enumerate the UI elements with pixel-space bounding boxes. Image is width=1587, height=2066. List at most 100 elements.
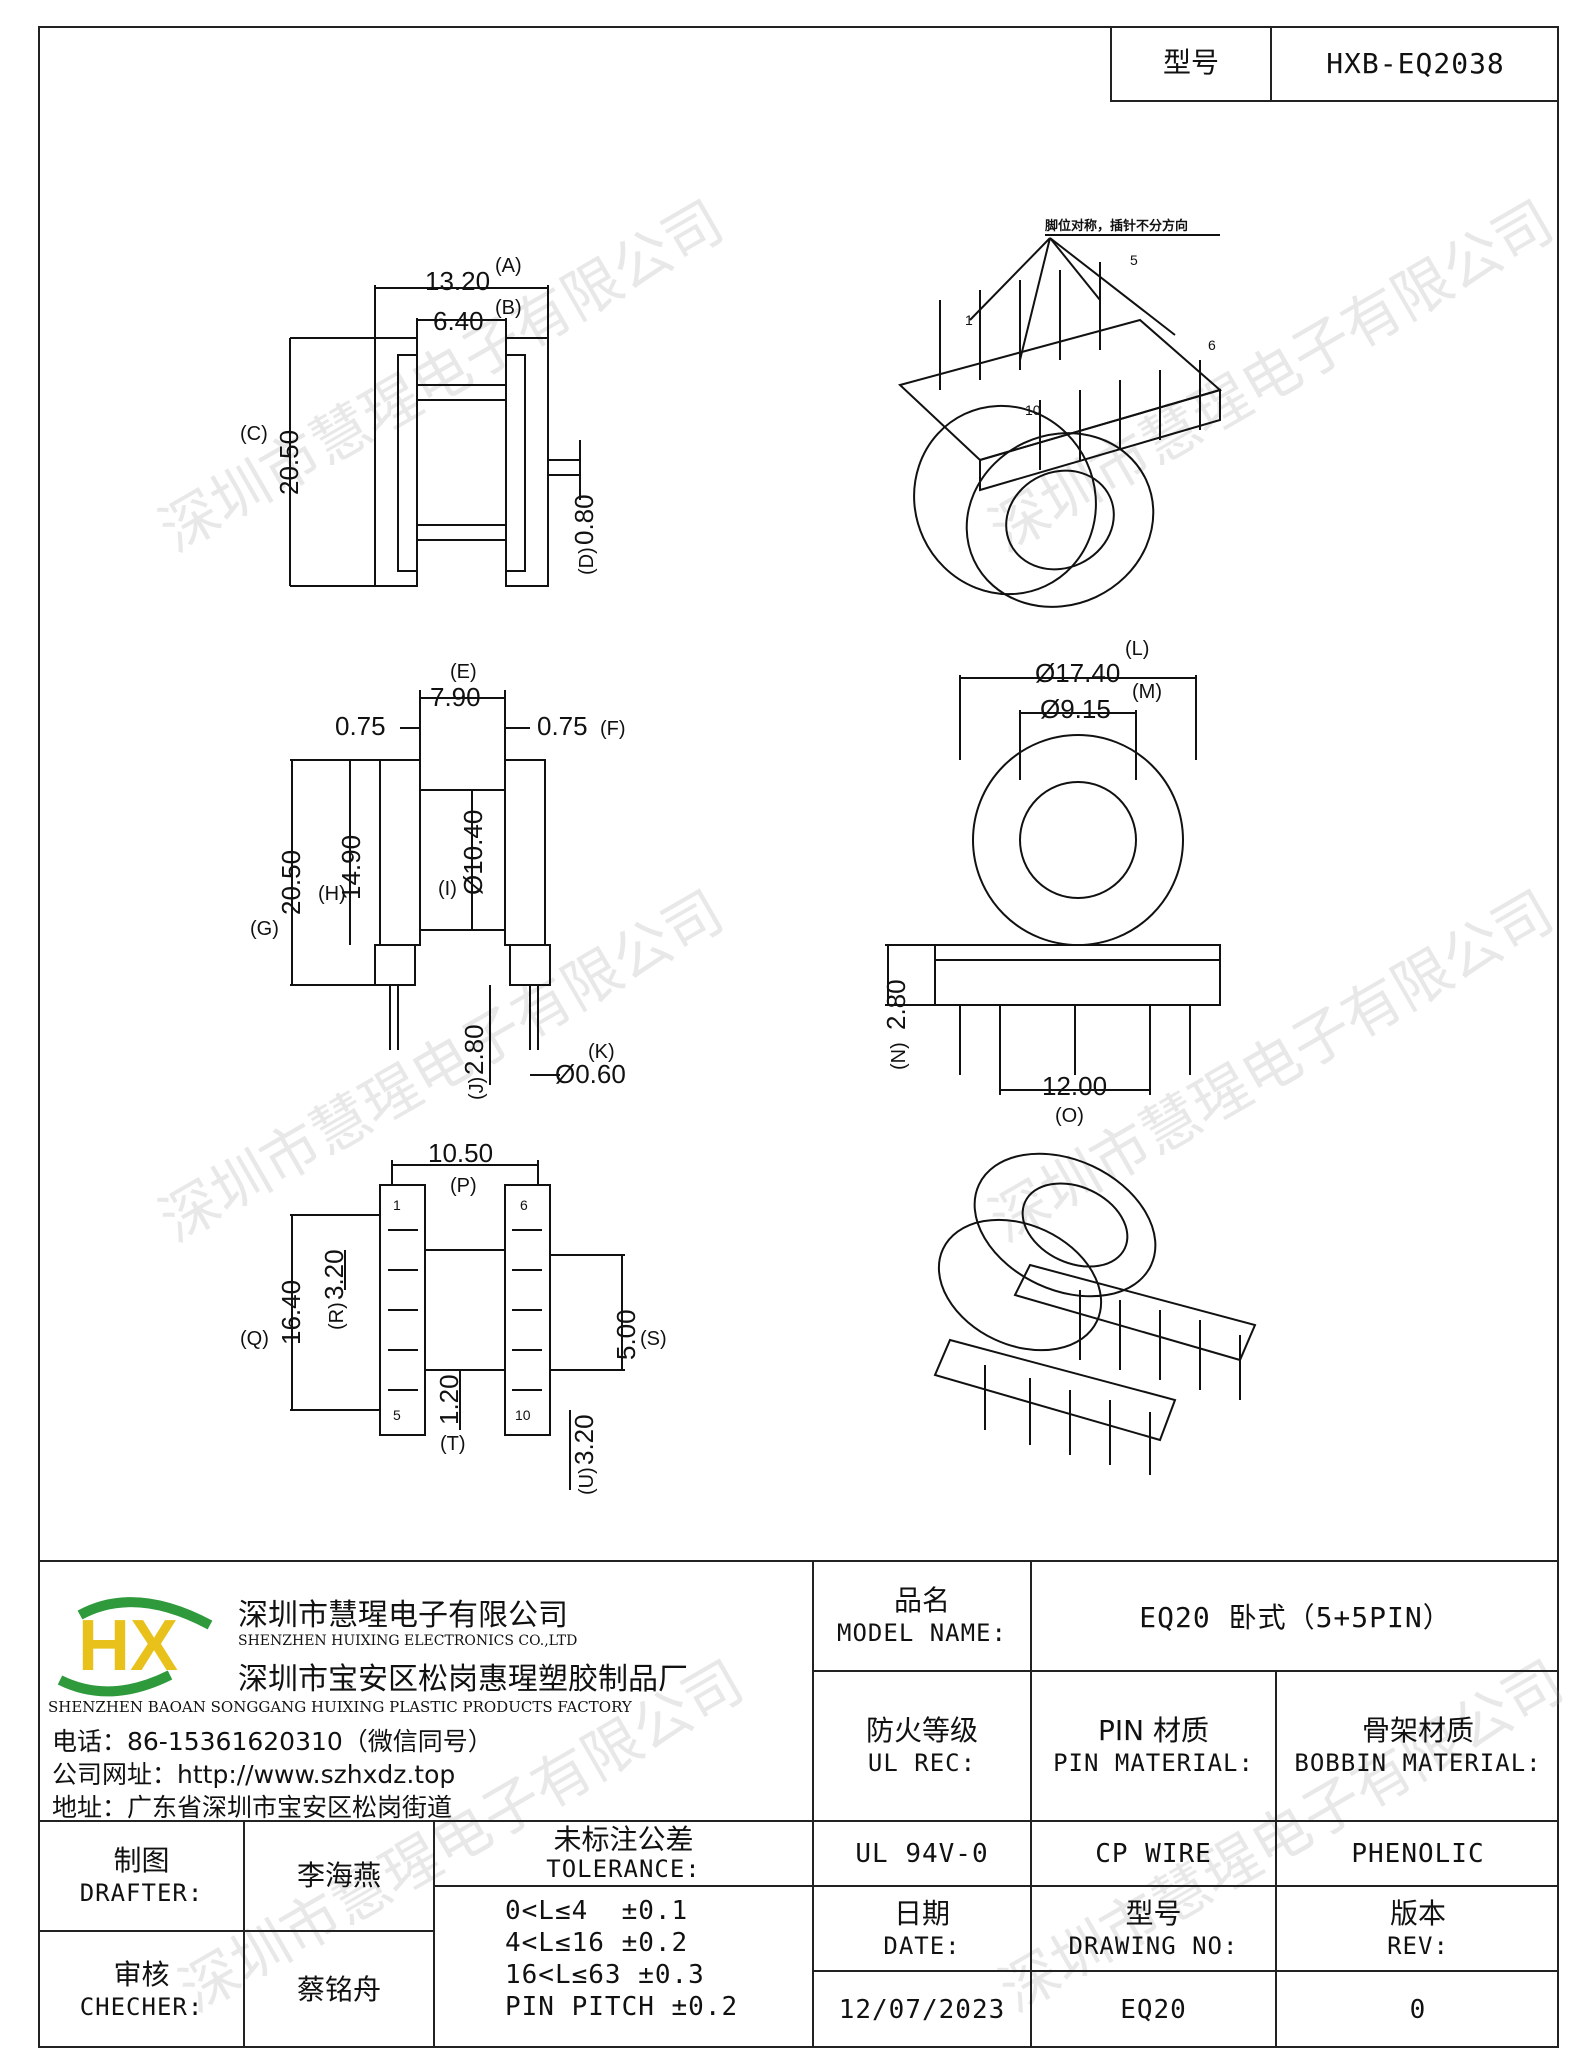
dim-n-tag: (N): [888, 1042, 910, 1070]
dim-k: Ø0.60: [555, 1059, 626, 1089]
date-value: 12/07/2023: [838, 1995, 1006, 2025]
dim-e-tag: (E): [450, 661, 477, 683]
factory-name-cn: 深圳市宝安区松岗惠瑆塑胶制品厂: [238, 1662, 688, 1697]
model-name-en: MODEL NAME:: [837, 1619, 1007, 1647]
dim-r: 3.20: [319, 1249, 349, 1300]
divider: [812, 1560, 814, 2048]
checker-en: CHECHER:: [79, 1993, 204, 2021]
dim-g: 20.50: [276, 850, 306, 915]
company-address: 地址：广东省深圳市宝安区松岗街道: [52, 1793, 453, 1822]
divider: [38, 1820, 1559, 1822]
dim-c: 20.50: [274, 430, 304, 495]
bobbin-material-label: 骨架材质 BOBBIN MATERIAL:: [1277, 1672, 1559, 1820]
logo-text: HX: [78, 1606, 178, 1686]
pin-material-label: PIN 材质 PIN MATERIAL:: [1032, 1672, 1275, 1820]
drawing-no-en: DRAWING NO:: [1068, 1931, 1239, 1960]
header-model-box: 型号 HXB-EQ2038: [1110, 26, 1559, 102]
drawing-no-value: EQ20: [1120, 1995, 1187, 2025]
date-en: DATE:: [883, 1931, 961, 1960]
dim-i: Ø10.40: [458, 810, 488, 895]
dim-l: Ø17.40: [1035, 658, 1120, 688]
dim-u: 3.20: [569, 1414, 599, 1465]
dim-p-tag: (P): [450, 1175, 477, 1197]
iso-pin-label: 6: [1208, 337, 1216, 353]
dim-f-left: 0.75: [335, 711, 386, 741]
rev-value: 0: [1409, 1995, 1427, 2025]
pin-material-en: PIN MATERIAL:: [1053, 1749, 1254, 1777]
dim-j: 2.80: [459, 1024, 489, 1075]
iso-view-bottom: [933, 1152, 1257, 1475]
dim-d: 0.80: [569, 494, 599, 545]
dim-c-tag: (C): [240, 423, 268, 445]
top-view: [289, 285, 581, 587]
dim-d-tag: (D): [576, 547, 598, 575]
pin-material-value: CP WIRE: [1095, 1838, 1212, 1869]
front-view: [290, 690, 560, 1085]
tolerance-item: 16<L≤63 ±0.3: [505, 1960, 705, 1990]
dim-u-tag: (U): [576, 1467, 598, 1495]
dim-b-tag: (B): [495, 297, 522, 319]
dim-q: 16.40: [276, 1280, 306, 1345]
ul-value: UL 94V-0: [855, 1838, 989, 1869]
dim-o-tag: (O): [1055, 1105, 1084, 1127]
company-website: 公司网址：http://www.szhxdz.top: [52, 1760, 456, 1789]
company-phone: 电话：86-15361620310（微信同号）: [52, 1727, 493, 1756]
bobbin-material-value: PHENOLIC: [1351, 1838, 1485, 1869]
drafter-cn: 制图: [113, 1844, 170, 1877]
pin-label: 10: [515, 1407, 531, 1423]
dim-j-tag: (J): [466, 1077, 488, 1100]
company-name-en: SHENZHEN HUIXING ELECTRONICS CO.,LTD: [238, 1633, 578, 1649]
divider: [812, 1670, 1559, 1672]
dim-e: 7.90: [430, 682, 481, 712]
dim-o: 12.00: [1042, 1071, 1107, 1101]
divider: [38, 1930, 433, 1932]
drawing-no-cn: 型号: [1125, 1896, 1182, 1930]
bobbin-material-cn: 骨架材质: [1361, 1714, 1474, 1747]
rev-label: 版本 REV:: [1277, 1887, 1559, 1970]
tolerance-item: PIN PITCH ±0.2: [505, 1992, 739, 2022]
tolerance-item: 4<L≤16 ±0.2: [505, 1928, 689, 1958]
dimension-labels: 13.20 (A) 6.40 (B) 20.50 (C) 0.80 (D) (E…: [240, 218, 1216, 1495]
dim-a: 13.20: [425, 266, 490, 296]
drawing-no-label: 型号 DRAWING NO:: [1032, 1887, 1275, 1970]
dim-b: 6.40: [433, 306, 484, 336]
iso-pin-label: 10: [1025, 402, 1041, 418]
model-name-cn: 品名: [893, 1584, 950, 1617]
bottom-view: [290, 1160, 625, 1490]
dim-r-tag: (R): [326, 1302, 348, 1330]
tolerance-cn: 未标注公差: [553, 1822, 694, 1856]
drafter-value: 李海燕: [296, 1859, 381, 1892]
divider: [1030, 1560, 1032, 2048]
header-model-value: HXB-EQ2038: [1326, 46, 1505, 80]
divider: [38, 1560, 1559, 1562]
iso-pin-label: 1: [965, 312, 973, 328]
pin-label: 1: [393, 1197, 401, 1213]
dim-f-tag: (F): [600, 718, 626, 740]
iso-view-top: [898, 234, 1223, 608]
dim-l-tag: (L): [1125, 638, 1149, 660]
dim-g-tag: (G): [250, 918, 279, 940]
dim-m-tag: (M): [1132, 681, 1162, 703]
divider: [243, 1820, 245, 2048]
tolerance-list: 0<L≤4 ±0.1 4<L≤16 ±0.2 16<L≤63 ±0.3 PIN …: [505, 1895, 805, 2023]
rev-cn: 版本: [1389, 1896, 1446, 1930]
pin-label: 6: [520, 1197, 528, 1213]
drafter-label: 制图 DRAFTER:: [40, 1822, 243, 1930]
dim-i-tag: (I): [438, 878, 457, 900]
drafter-en: DRAFTER:: [79, 1879, 204, 1907]
dim-t: 1.20: [434, 1374, 464, 1425]
dim-s: 5.00: [611, 1309, 641, 1360]
drawing-frame: [38, 26, 1559, 2048]
rev-en: REV:: [1387, 1931, 1449, 1960]
bobbin-material-en: BOBBIN MATERIAL:: [1294, 1749, 1542, 1777]
divider: [812, 1970, 1559, 1972]
ul-label: 防火等级 UL REC:: [814, 1672, 1030, 1820]
tolerance-item: 0<L≤4 ±0.1: [505, 1896, 689, 1926]
side-view: [885, 675, 1221, 1095]
date-label: 日期 DATE:: [814, 1887, 1030, 1970]
factory-name-en: SHENZHEN BAOAN SONGGANG HUIXING PLASTIC …: [48, 1698, 632, 1716]
dim-s-tag: (S): [640, 1328, 667, 1350]
model-name-label: 品名 MODEL NAME:: [814, 1562, 1030, 1670]
header-model-label: 型号: [1112, 26, 1272, 100]
checker-value: 蔡铭舟: [296, 1973, 381, 2006]
